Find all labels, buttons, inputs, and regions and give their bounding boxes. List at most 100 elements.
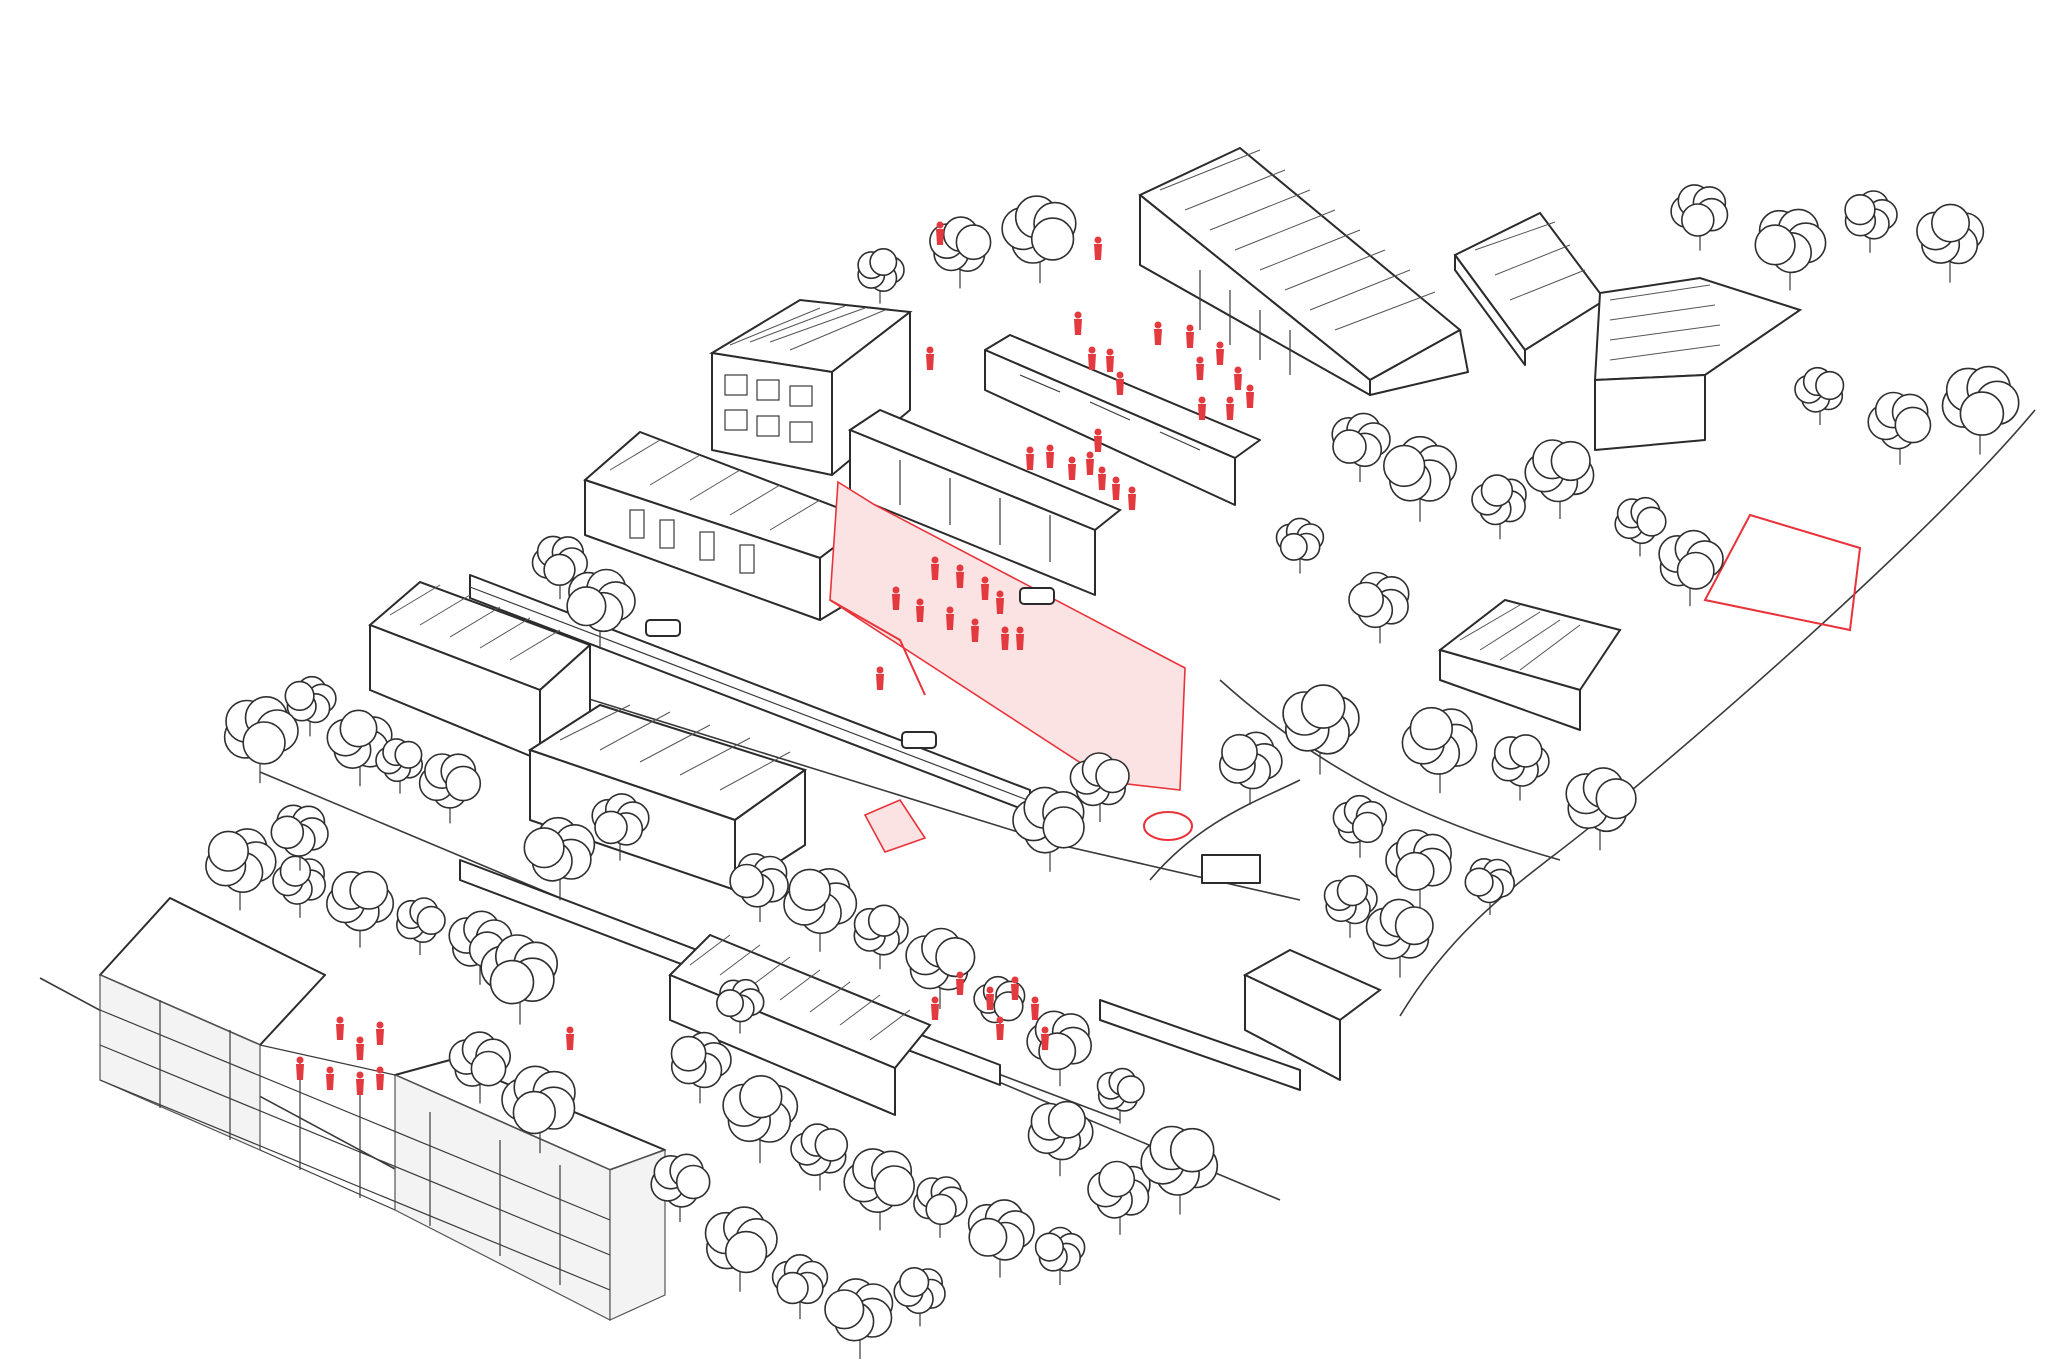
tree: [223, 695, 299, 784]
person-figure: [1031, 996, 1039, 1020]
tree: [1754, 208, 1827, 291]
tree: [1524, 439, 1595, 519]
person-figure: [946, 606, 954, 630]
person-figure: [1106, 348, 1114, 372]
tree: [448, 910, 513, 985]
building-right-gable: [1437, 598, 1622, 731]
building-tower-top-left: [709, 298, 913, 476]
person-figure: [1088, 346, 1096, 370]
tree: [722, 1074, 799, 1164]
tree: [1282, 684, 1360, 775]
tree: [523, 816, 596, 901]
tree: [853, 904, 909, 970]
building-lower-right-house: [1242, 948, 1382, 1081]
vehicles: [645, 587, 1261, 884]
tree: [1140, 1125, 1219, 1215]
tree: [905, 927, 976, 1009]
person-figure: [1216, 341, 1224, 365]
person-figure: [971, 618, 979, 642]
person-figure: [1086, 451, 1094, 475]
tree: [913, 1176, 968, 1238]
person-figure: [956, 971, 964, 995]
building-long-roof-top: [1138, 146, 1469, 396]
person-figure: [1094, 236, 1102, 260]
person-figure: [1046, 444, 1054, 468]
tree: [1001, 195, 1077, 284]
tree: [1348, 571, 1410, 644]
person-figure: [356, 1036, 364, 1060]
tree: [715, 978, 765, 1034]
building-open-frame-bottom-left: [99, 897, 666, 1321]
tree: [790, 1123, 849, 1191]
person-figure: [1226, 396, 1234, 420]
tree: [729, 853, 789, 922]
person-figure: [1098, 466, 1106, 490]
person-figure: [566, 1026, 574, 1050]
tree: [843, 1148, 916, 1231]
building-gable-right-2: [1593, 276, 1803, 451]
person-figure: [892, 586, 900, 610]
person-figure: [356, 1071, 364, 1095]
tree: [1027, 1100, 1094, 1177]
person-figure: [986, 986, 994, 1010]
tree: [566, 568, 636, 649]
person-figure: [326, 1066, 334, 1090]
tree: [375, 738, 423, 794]
tree: [670, 1031, 732, 1104]
building-school-court: [984, 334, 1261, 506]
tree: [1401, 706, 1478, 794]
tree: [967, 1199, 1035, 1278]
person-figure: [1026, 446, 1034, 470]
tree: [326, 709, 393, 787]
tree: [1069, 752, 1130, 822]
person-figure: [1198, 396, 1206, 420]
person-figure: [296, 1056, 304, 1080]
tree: [1658, 529, 1724, 607]
person-figure: [1186, 324, 1194, 348]
person-figure: [1041, 1026, 1049, 1050]
tree: [1471, 474, 1527, 540]
tree: [1034, 1226, 1086, 1285]
tree: [1012, 786, 1085, 872]
tree: [1332, 794, 1388, 858]
tree: [893, 1266, 946, 1327]
tree: [531, 535, 588, 600]
tree: [857, 248, 905, 304]
person-figure: [926, 346, 934, 370]
person-figure: [336, 1016, 344, 1040]
tree: [704, 1206, 778, 1292]
tree: [1867, 391, 1932, 465]
tree: [1323, 874, 1378, 938]
tree: [591, 793, 650, 861]
person-figure: [1068, 456, 1076, 480]
tree: [1670, 184, 1729, 251]
building-warehouse-red-court: [847, 408, 1122, 596]
tree: [1464, 857, 1515, 915]
tree: [480, 934, 559, 1025]
person-figure: [1128, 486, 1136, 510]
red-staircase: [863, 799, 927, 853]
tree: [824, 1278, 894, 1359]
tree: [650, 1153, 711, 1222]
person-figure: [1001, 626, 1009, 650]
tree: [1219, 731, 1283, 805]
tree: [1382, 435, 1458, 522]
tree: [1087, 1160, 1151, 1235]
person-figure: [1234, 366, 1242, 390]
tree: [501, 1065, 576, 1154]
red-rooftop-terrace: [1703, 513, 1862, 632]
tree: [448, 1031, 512, 1104]
tree: [396, 897, 446, 955]
person-figure: [1246, 384, 1254, 408]
tree: [1614, 496, 1667, 557]
building-gable-top-right: [1453, 211, 1607, 366]
person-figure: [876, 666, 884, 690]
person-figure: [931, 996, 939, 1020]
person-figure: [996, 1016, 1004, 1040]
person-figure: [1094, 428, 1102, 452]
person-figure: [996, 590, 1004, 614]
tree: [272, 855, 326, 918]
person-figure: [981, 576, 989, 600]
tree: [1331, 412, 1391, 482]
